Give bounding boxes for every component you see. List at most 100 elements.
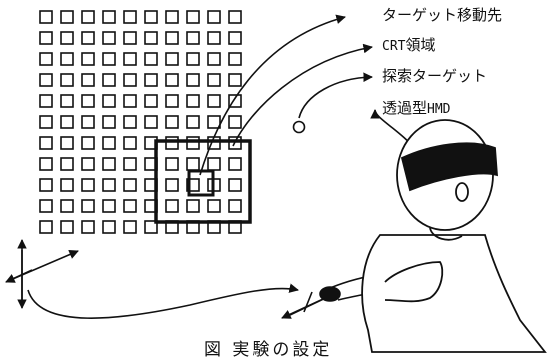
- grid-square: [123, 199, 137, 213]
- grid-square: [60, 178, 74, 192]
- grid-square: [39, 10, 53, 24]
- grid-square: [102, 136, 116, 150]
- grid-square: [102, 115, 116, 129]
- figure-caption: 図 実験の設定: [200, 335, 337, 360]
- grid-square: [186, 199, 200, 213]
- grid-square: [207, 157, 221, 171]
- grid-square: [207, 199, 221, 213]
- grid-square: [144, 52, 158, 66]
- grid-square: [102, 178, 116, 192]
- grid-square: [102, 199, 116, 213]
- grid-square: [60, 94, 74, 108]
- grid-square: [102, 157, 116, 171]
- grid-square: [228, 73, 242, 87]
- grid-square: [81, 115, 95, 129]
- grid-square: [60, 220, 74, 234]
- grid-square: [60, 157, 74, 171]
- grid-square: [186, 31, 200, 45]
- grid-square: [144, 73, 158, 87]
- grid-square: [81, 199, 95, 213]
- grid-square: [81, 178, 95, 192]
- pointer-search-target: [298, 72, 373, 119]
- grid-square: [123, 157, 137, 171]
- label-search-target: 探索ターゲット: [382, 67, 488, 85]
- label-hmd: 透過型HMD: [382, 99, 451, 117]
- grid-square: [60, 199, 74, 213]
- grid-square: [102, 94, 116, 108]
- grid-square: [186, 115, 200, 129]
- grid-square: [144, 10, 158, 24]
- grid-square: [39, 52, 53, 66]
- grid-square: [81, 52, 95, 66]
- grid-square: [207, 52, 221, 66]
- pointer-target-destination: [199, 14, 346, 176]
- grid-square: [165, 52, 179, 66]
- grid-square: [39, 199, 53, 213]
- mapping-curve: [27, 283, 299, 319]
- grid-square: [165, 73, 179, 87]
- grid-square: [207, 94, 221, 108]
- grid-square: [207, 31, 221, 45]
- grid-squares: [39, 10, 242, 234]
- label-crt-region: CRT領域: [382, 36, 436, 54]
- grid-square: [39, 136, 53, 150]
- grid-square: [186, 52, 200, 66]
- label-crt-prefix: CRT: [382, 39, 406, 54]
- arrow-cross-icon: [5, 239, 79, 309]
- grid-square: [60, 136, 74, 150]
- grid-square: [81, 220, 95, 234]
- person-hmd-icon: [361, 119, 547, 353]
- grid-square: [39, 31, 53, 45]
- crt-region-box: [154, 139, 252, 224]
- label-hmd-suffix: HMD: [427, 102, 451, 117]
- grid-square: [207, 115, 221, 129]
- grid-square: [228, 178, 242, 192]
- grid-square: [39, 94, 53, 108]
- grid-square: [39, 115, 53, 129]
- grid-square: [81, 157, 95, 171]
- grid-square: [186, 73, 200, 87]
- label-crt-suffix: 領域: [405, 36, 436, 54]
- grid-square: [144, 115, 158, 129]
- grid-square: [165, 178, 179, 192]
- grid-square: [228, 10, 242, 24]
- grid-square: [165, 31, 179, 45]
- grid-square: [186, 157, 200, 171]
- grid-square: [60, 52, 74, 66]
- grid-square: [228, 94, 242, 108]
- grid-square: [165, 157, 179, 171]
- grid-square: [228, 136, 242, 150]
- label-target-destination: ターゲット移動先: [382, 6, 503, 24]
- grid-square: [165, 115, 179, 129]
- grid-square: [39, 220, 53, 234]
- grid-square: [123, 136, 137, 150]
- grid-square: [228, 115, 242, 129]
- grid-square: [102, 220, 116, 234]
- grid-square: [186, 178, 200, 192]
- grid-square: [39, 157, 53, 171]
- label-hmd-prefix: 透過型: [382, 99, 428, 117]
- search-target-circle: [292, 120, 306, 134]
- grid-square: [39, 73, 53, 87]
- grid-square: [102, 31, 116, 45]
- grid-square: [102, 10, 116, 24]
- grid-square: [228, 52, 242, 66]
- grid-square: [81, 94, 95, 108]
- grid-square: [123, 73, 137, 87]
- grid-square: [144, 31, 158, 45]
- grid-square: [186, 94, 200, 108]
- grid-square: [165, 94, 179, 108]
- grid-square: [207, 10, 221, 24]
- grid-square: [102, 73, 116, 87]
- grid-square: [228, 157, 242, 171]
- grid-square: [123, 94, 137, 108]
- grid-square: [60, 115, 74, 129]
- grid-square: [123, 52, 137, 66]
- grid-square: [123, 220, 137, 234]
- grid-square: [60, 73, 74, 87]
- grid-square: [81, 31, 95, 45]
- grid-square: [123, 10, 137, 24]
- grid-square: [81, 10, 95, 24]
- grid-square: [228, 199, 242, 213]
